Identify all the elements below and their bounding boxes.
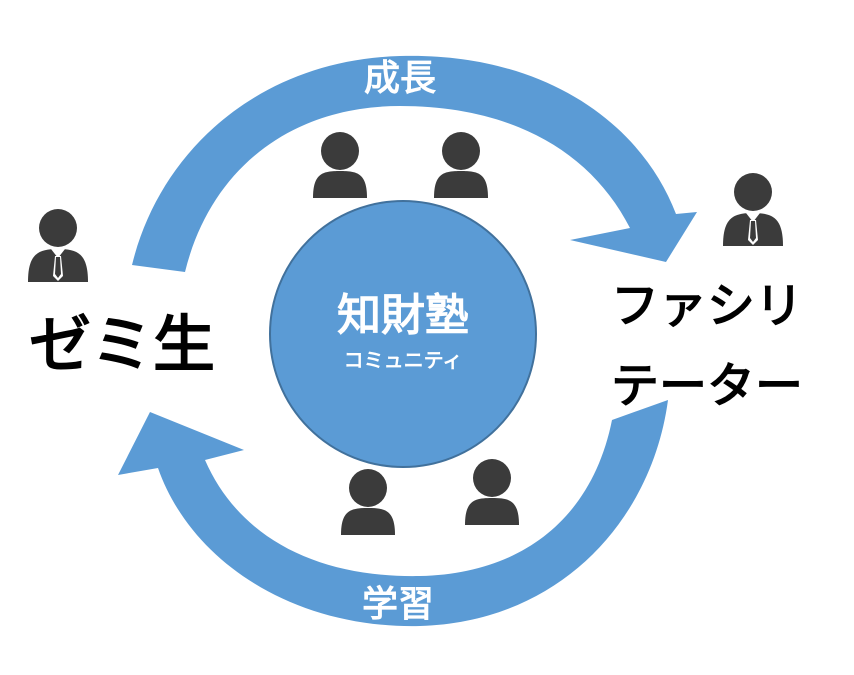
person-icon: [341, 469, 395, 535]
person-with-tie-icon: [723, 173, 783, 246]
growth-arrow: [132, 55, 697, 272]
center-subtitle: コミュニティ: [344, 348, 463, 372]
bottom-arrow-label: 学習: [362, 583, 434, 625]
person-icon: [465, 459, 519, 525]
top-arrow-label: 成長: [364, 58, 437, 99]
right-role-label-line1: ファシリ: [611, 278, 803, 334]
learning-arrow: [118, 400, 668, 627]
person-icon: [434, 132, 488, 198]
person-with-tie-icon: [28, 209, 88, 282]
right-role-label-line2: テーター: [611, 358, 803, 414]
left-role-label: ゼミ生: [29, 308, 215, 381]
center-title: 知財塾: [337, 290, 469, 341]
center-hub-circle: [269, 200, 537, 468]
person-icon: [313, 132, 367, 198]
